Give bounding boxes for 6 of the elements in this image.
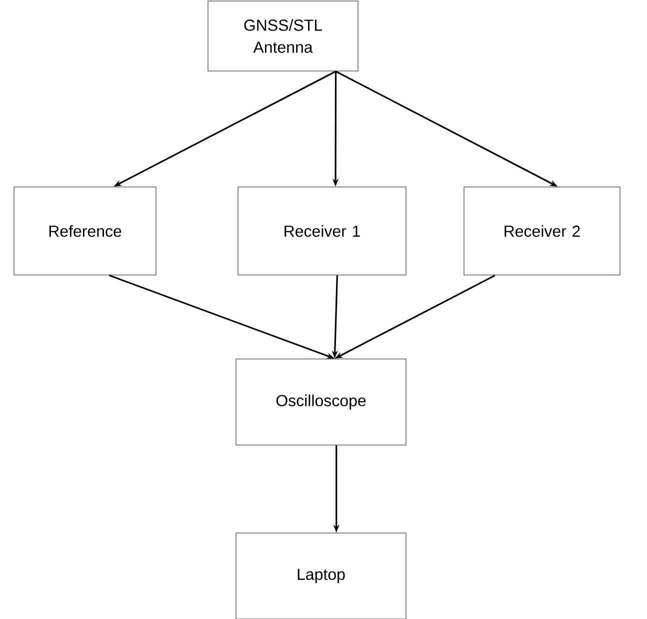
process-box: Receiver 1 [238,186,406,276]
process-box: Reference [14,186,156,276]
process-box: Receiver 2 [464,186,620,276]
process-box: Laptop [236,532,406,619]
process-box: GNSS/STL Antenna [208,0,358,72]
process-box: Oscilloscope [236,358,406,446]
